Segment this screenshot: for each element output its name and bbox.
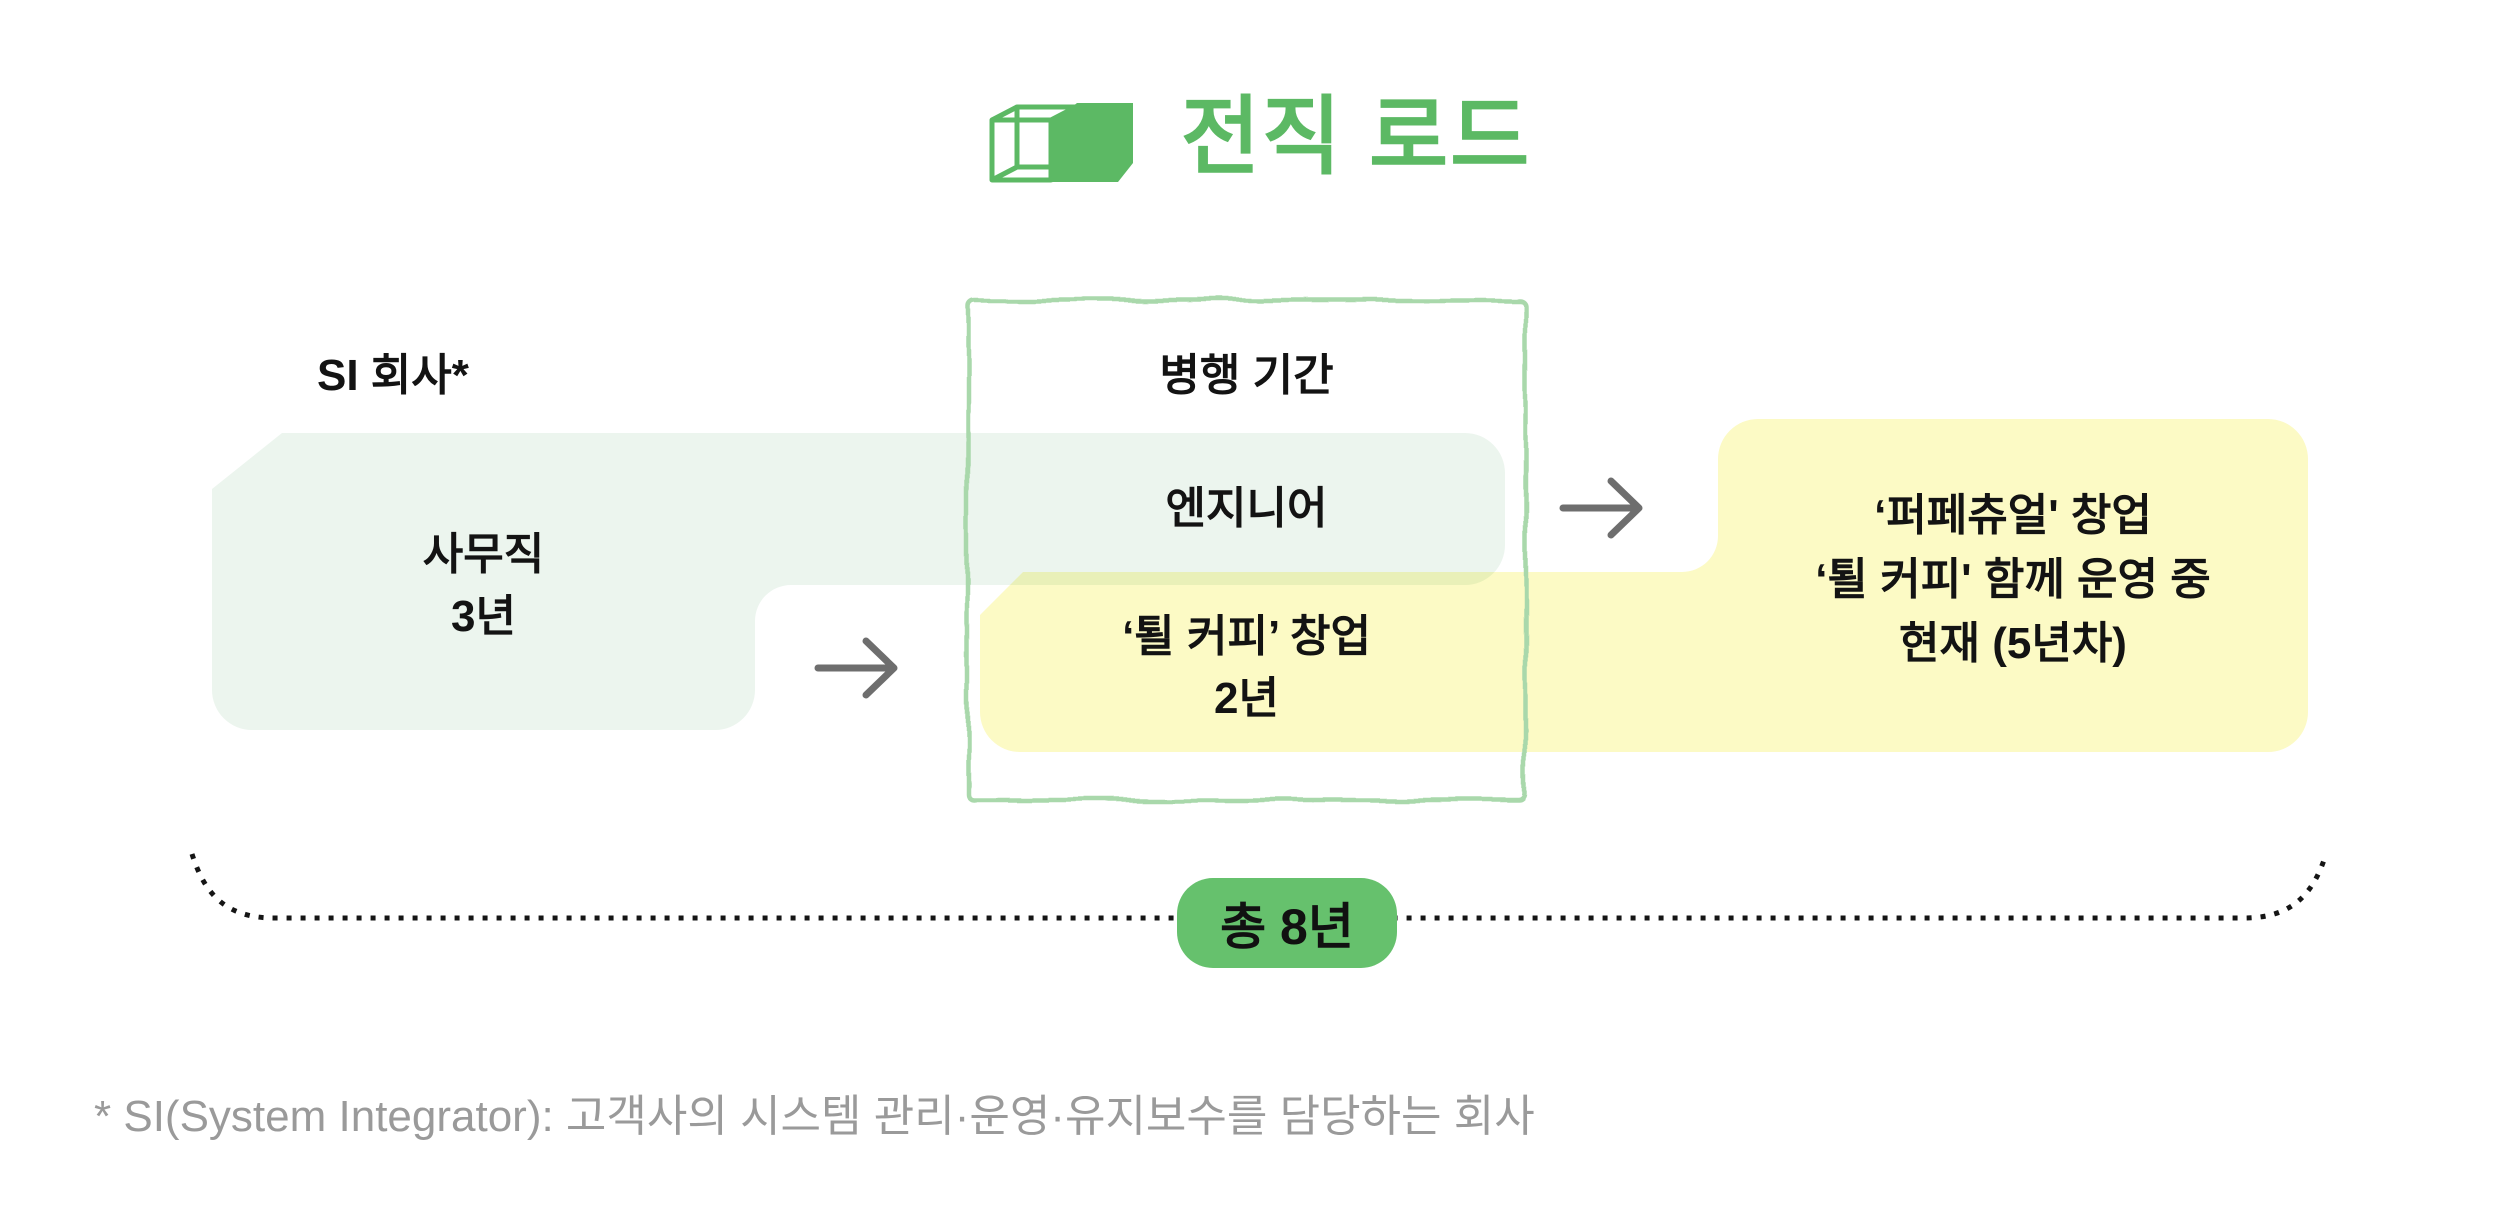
coffee-career-shape <box>980 419 2308 752</box>
current-stage: ‘퍼페츄얼' 창업 ‘퇼 커피' 함께 운영 중 현재 (5년차) <box>1718 484 2308 676</box>
current-status: 현재 (5년차) <box>1899 619 2127 668</box>
office-role: 사무직 <box>422 530 545 579</box>
parallel-period-label: 병행 기간 <box>1159 351 1334 400</box>
arrow-right-icon <box>1559 477 1643 539</box>
current-line1: ‘퍼페츄얼' 창업 <box>1874 491 2152 540</box>
office-duration: 3년 <box>451 592 516 641</box>
footnote: * SI(System Integrator): 고객사의 시스템 관리·운영·… <box>94 1092 1535 1141</box>
page-title: 전직 로드 <box>1180 89 1532 185</box>
page-header: 전직 로드 <box>0 88 2520 186</box>
si-career-shape <box>212 433 1505 730</box>
office-stage: 사무직 3년 <box>212 524 755 648</box>
engineer-role: 엔지니어 <box>1165 484 1328 533</box>
coffee-startup-duration: 2년 <box>1214 674 1279 723</box>
coffee-startup-stage: ‘퇼 커피’ 창업 2년 <box>968 606 1525 730</box>
total-duration-badge: 총 8년 <box>1177 878 1397 968</box>
current-line2: ‘퇼 커피' 함께 운영 중 <box>1815 555 2211 604</box>
coffee-startup-name: ‘퇼 커피’ 창업 <box>1122 612 1371 661</box>
si-company-label: SI 회사* <box>317 351 469 400</box>
arrow-right-icon <box>814 637 898 699</box>
parallel-period-box <box>965 297 1528 803</box>
cube-icon <box>989 103 1133 183</box>
